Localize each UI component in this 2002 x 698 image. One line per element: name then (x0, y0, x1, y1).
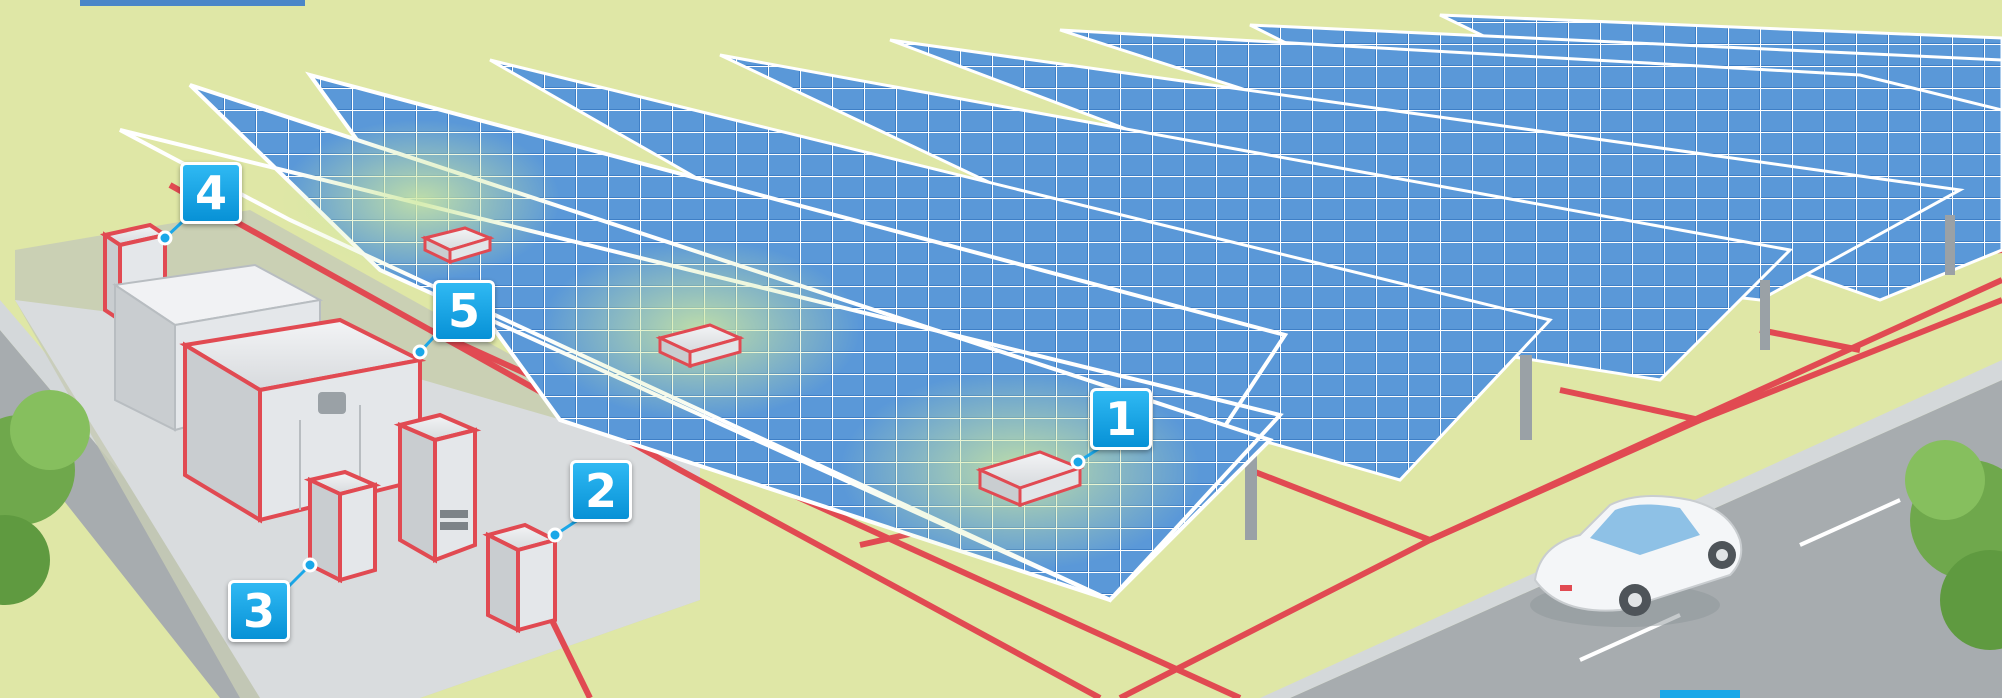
tree-icon (0, 390, 90, 605)
solar-array-back (489, 13, 2002, 482)
junction-box (420, 226, 1085, 508)
power-conditioner (303, 412, 482, 584)
callout-badge-5[interactable]: 5 (433, 280, 495, 342)
callout-badge-2[interactable]: 2 (570, 460, 632, 522)
connection-box (482, 522, 561, 634)
callout-badge-4[interactable]: 4 (180, 162, 242, 224)
car-icon (1530, 495, 1743, 627)
callout-badge-1[interactable]: 1 (1090, 388, 1152, 450)
power-station (179, 317, 427, 524)
callout-badge-3[interactable]: 3 (228, 580, 290, 642)
footer-tab (1660, 690, 1740, 698)
tree-icon (1905, 440, 2002, 650)
header-strip (80, 0, 305, 6)
